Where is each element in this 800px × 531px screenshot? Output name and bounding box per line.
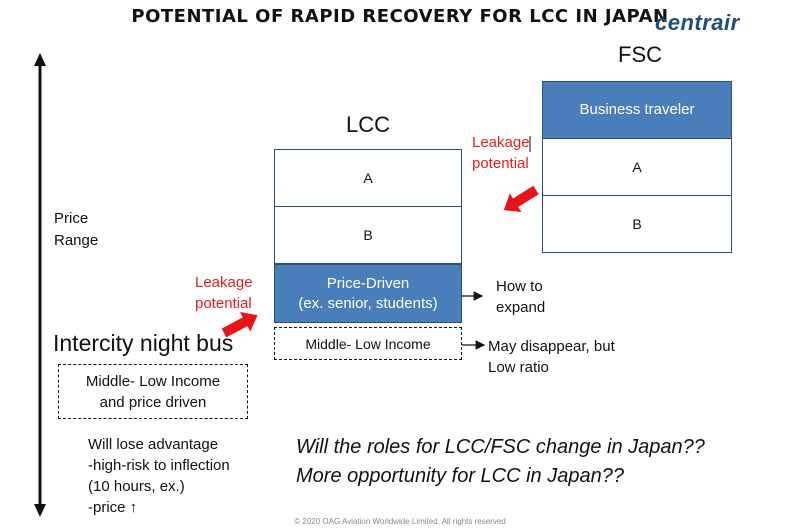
lcc-label: LCC <box>346 112 391 137</box>
may-disappear-note: May disappear, but Low ratio <box>488 338 615 376</box>
intercity-bus-notes: Will lose advantage -high-risk to inflec… <box>88 436 230 516</box>
lcc-row-a: A <box>274 149 462 207</box>
axis-arrow-down-icon <box>34 504 46 517</box>
lcc-price-driven: Price-Driven (ex. senior, students) <box>274 264 462 323</box>
leakage-arrow-fsc-icon <box>503 185 539 213</box>
axis-arrow-up-icon <box>34 53 46 66</box>
lcc-row-b: B <box>274 206 462 264</box>
intercity-bus-title: Intercity night bus <box>53 330 234 356</box>
fsc-business-traveler: Business traveler <box>542 81 732 139</box>
leakage-label-fsc: Leakage potential <box>472 134 530 172</box>
price-range-label: Price Range <box>54 210 99 249</box>
intercity-bus-box: Middle- Low Income and price driven <box>58 364 248 419</box>
how-to-expand-note: How to expand <box>496 278 546 316</box>
fsc-label: FSC <box>618 42 662 67</box>
questions-text: Will the roles for LCC/FSC change in Jap… <box>296 436 705 487</box>
leakage-arrow-bus-icon <box>221 312 258 338</box>
centrair-logo: centrair <box>655 10 740 35</box>
copyright-footer: © 2020 OAG Aviation Worldwide Limited. A… <box>294 517 506 526</box>
page-title: POTENTIAL OF RAPID RECOVERY FOR LCC IN J… <box>131 6 669 27</box>
leakage-label-bus: Leakage potential <box>195 274 253 312</box>
lcc-middle-low-income: Middle- Low Income <box>274 327 462 360</box>
fsc-row-b: B <box>542 195 732 253</box>
fsc-row-a: A <box>542 138 732 196</box>
